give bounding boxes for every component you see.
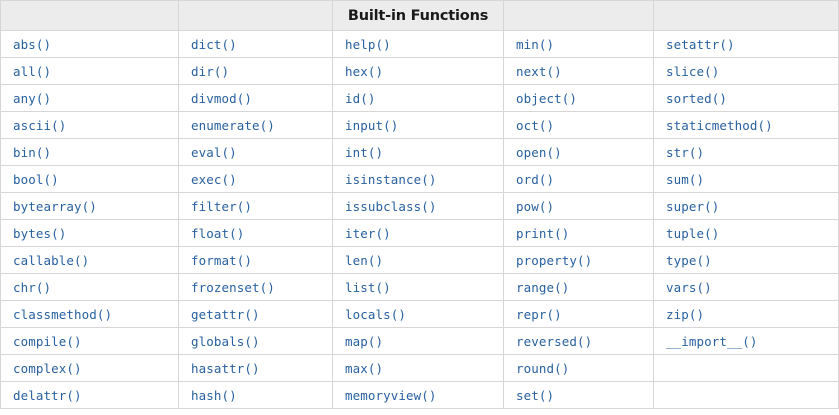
function-name-cell[interactable]: filter() [178,192,333,220]
function-name-cell[interactable]: round() [503,354,654,382]
function-name-cell[interactable]: set() [503,381,654,409]
function-name-cell[interactable]: globals() [178,327,333,355]
function-name-cell[interactable]: compile() [0,327,179,355]
function-name-cell[interactable]: callable() [0,246,179,274]
function-name-cell[interactable]: eval() [178,138,333,166]
function-name-cell[interactable]: sum() [653,165,839,193]
function-name-cell[interactable]: ascii() [0,111,179,139]
function-name-cell[interactable]: delattr() [0,381,179,409]
function-name-cell[interactable]: frozenset() [178,273,333,301]
table-title-header-cell: Built-in Functions [332,0,504,31]
table-header-cell [178,0,333,31]
function-name-cell[interactable]: chr() [0,273,179,301]
function-name-cell[interactable]: __import__() [653,327,839,355]
function-name-cell[interactable]: memoryview() [332,381,504,409]
table-row: ascii()enumerate()input()oct()staticmeth… [0,111,839,139]
function-name-cell[interactable]: hex() [332,57,504,85]
function-name-cell[interactable]: iter() [332,219,504,247]
function-name-cell[interactable]: hasattr() [178,354,333,382]
function-name-cell[interactable]: max() [332,354,504,382]
function-name-cell[interactable]: str() [653,138,839,166]
function-name-cell[interactable]: repr() [503,300,654,328]
table-row: all()dir()hex()next()slice() [0,57,839,85]
table-header: Built-in Functions [0,0,839,31]
function-name-cell[interactable]: ord() [503,165,654,193]
function-name-cell[interactable]: bytes() [0,219,179,247]
table-header-cell [653,0,839,31]
function-name-cell[interactable]: issubclass() [332,192,504,220]
function-name-cell[interactable]: next() [503,57,654,85]
function-name-cell[interactable]: bool() [0,165,179,193]
function-name-cell[interactable]: print() [503,219,654,247]
function-name-cell[interactable]: input() [332,111,504,139]
table-row: bytes()float()iter()print()tuple() [0,219,839,247]
function-name-cell[interactable]: slice() [653,57,839,85]
function-name-cell[interactable]: dir() [178,57,333,85]
table-row: bool()exec()isinstance()ord()sum() [0,165,839,193]
table-row: abs()dict()help()min()setattr() [0,30,839,58]
function-name-cell[interactable]: float() [178,219,333,247]
function-name-cell[interactable]: divmod() [178,84,333,112]
function-name-cell[interactable]: bytearray() [0,192,179,220]
function-name-cell[interactable]: setattr() [653,30,839,58]
function-name-cell[interactable]: type() [653,246,839,274]
empty-cell [653,354,839,382]
table-row: compile()globals()map()reversed()__impor… [0,327,839,355]
function-name-cell[interactable]: sorted() [653,84,839,112]
function-name-cell[interactable]: dict() [178,30,333,58]
table-row: any()divmod()id()object()sorted() [0,84,839,112]
function-name-cell[interactable]: any() [0,84,179,112]
function-name-cell[interactable]: pow() [503,192,654,220]
function-name-cell[interactable]: abs() [0,30,179,58]
function-name-cell[interactable]: zip() [653,300,839,328]
function-name-cell[interactable]: getattr() [178,300,333,328]
function-name-cell[interactable]: oct() [503,111,654,139]
function-name-cell[interactable]: reversed() [503,327,654,355]
function-name-cell[interactable]: range() [503,273,654,301]
function-name-cell[interactable]: object() [503,84,654,112]
function-name-cell[interactable]: len() [332,246,504,274]
function-name-cell[interactable]: super() [653,192,839,220]
table-row: complex()hasattr()max()round() [0,354,839,382]
function-name-cell[interactable]: tuple() [653,219,839,247]
table-row: bytearray()filter()issubclass()pow()supe… [0,192,839,220]
function-name-cell[interactable]: help() [332,30,504,58]
table-row: chr()frozenset()list()range()vars() [0,273,839,301]
table-header-cell [0,0,179,31]
table-row: delattr()hash()memoryview()set() [0,381,839,409]
table-row: bin()eval()int()open()str() [0,138,839,166]
function-name-cell[interactable]: classmethod() [0,300,179,328]
function-name-cell[interactable]: hash() [178,381,333,409]
empty-cell [653,381,839,409]
function-name-cell[interactable]: exec() [178,165,333,193]
function-name-cell[interactable]: all() [0,57,179,85]
table-row: callable()format()len()property()type() [0,246,839,274]
function-name-cell[interactable]: enumerate() [178,111,333,139]
table-body: abs()dict()help()min()setattr()all()dir(… [0,30,839,409]
function-name-cell[interactable]: format() [178,246,333,274]
function-name-cell[interactable]: isinstance() [332,165,504,193]
function-name-cell[interactable]: locals() [332,300,504,328]
function-name-cell[interactable]: bin() [0,138,179,166]
function-name-cell[interactable]: property() [503,246,654,274]
function-name-cell[interactable]: vars() [653,273,839,301]
function-name-cell[interactable]: staticmethod() [653,111,839,139]
function-name-cell[interactable]: list() [332,273,504,301]
table-header-cell [503,0,654,31]
function-name-cell[interactable]: min() [503,30,654,58]
table-header-row: Built-in Functions [0,0,839,31]
function-name-cell[interactable]: int() [332,138,504,166]
function-name-cell[interactable]: complex() [0,354,179,382]
table-row: classmethod()getattr()locals()repr()zip(… [0,300,839,328]
function-name-cell[interactable]: id() [332,84,504,112]
function-name-cell[interactable]: open() [503,138,654,166]
function-name-cell[interactable]: map() [332,327,504,355]
